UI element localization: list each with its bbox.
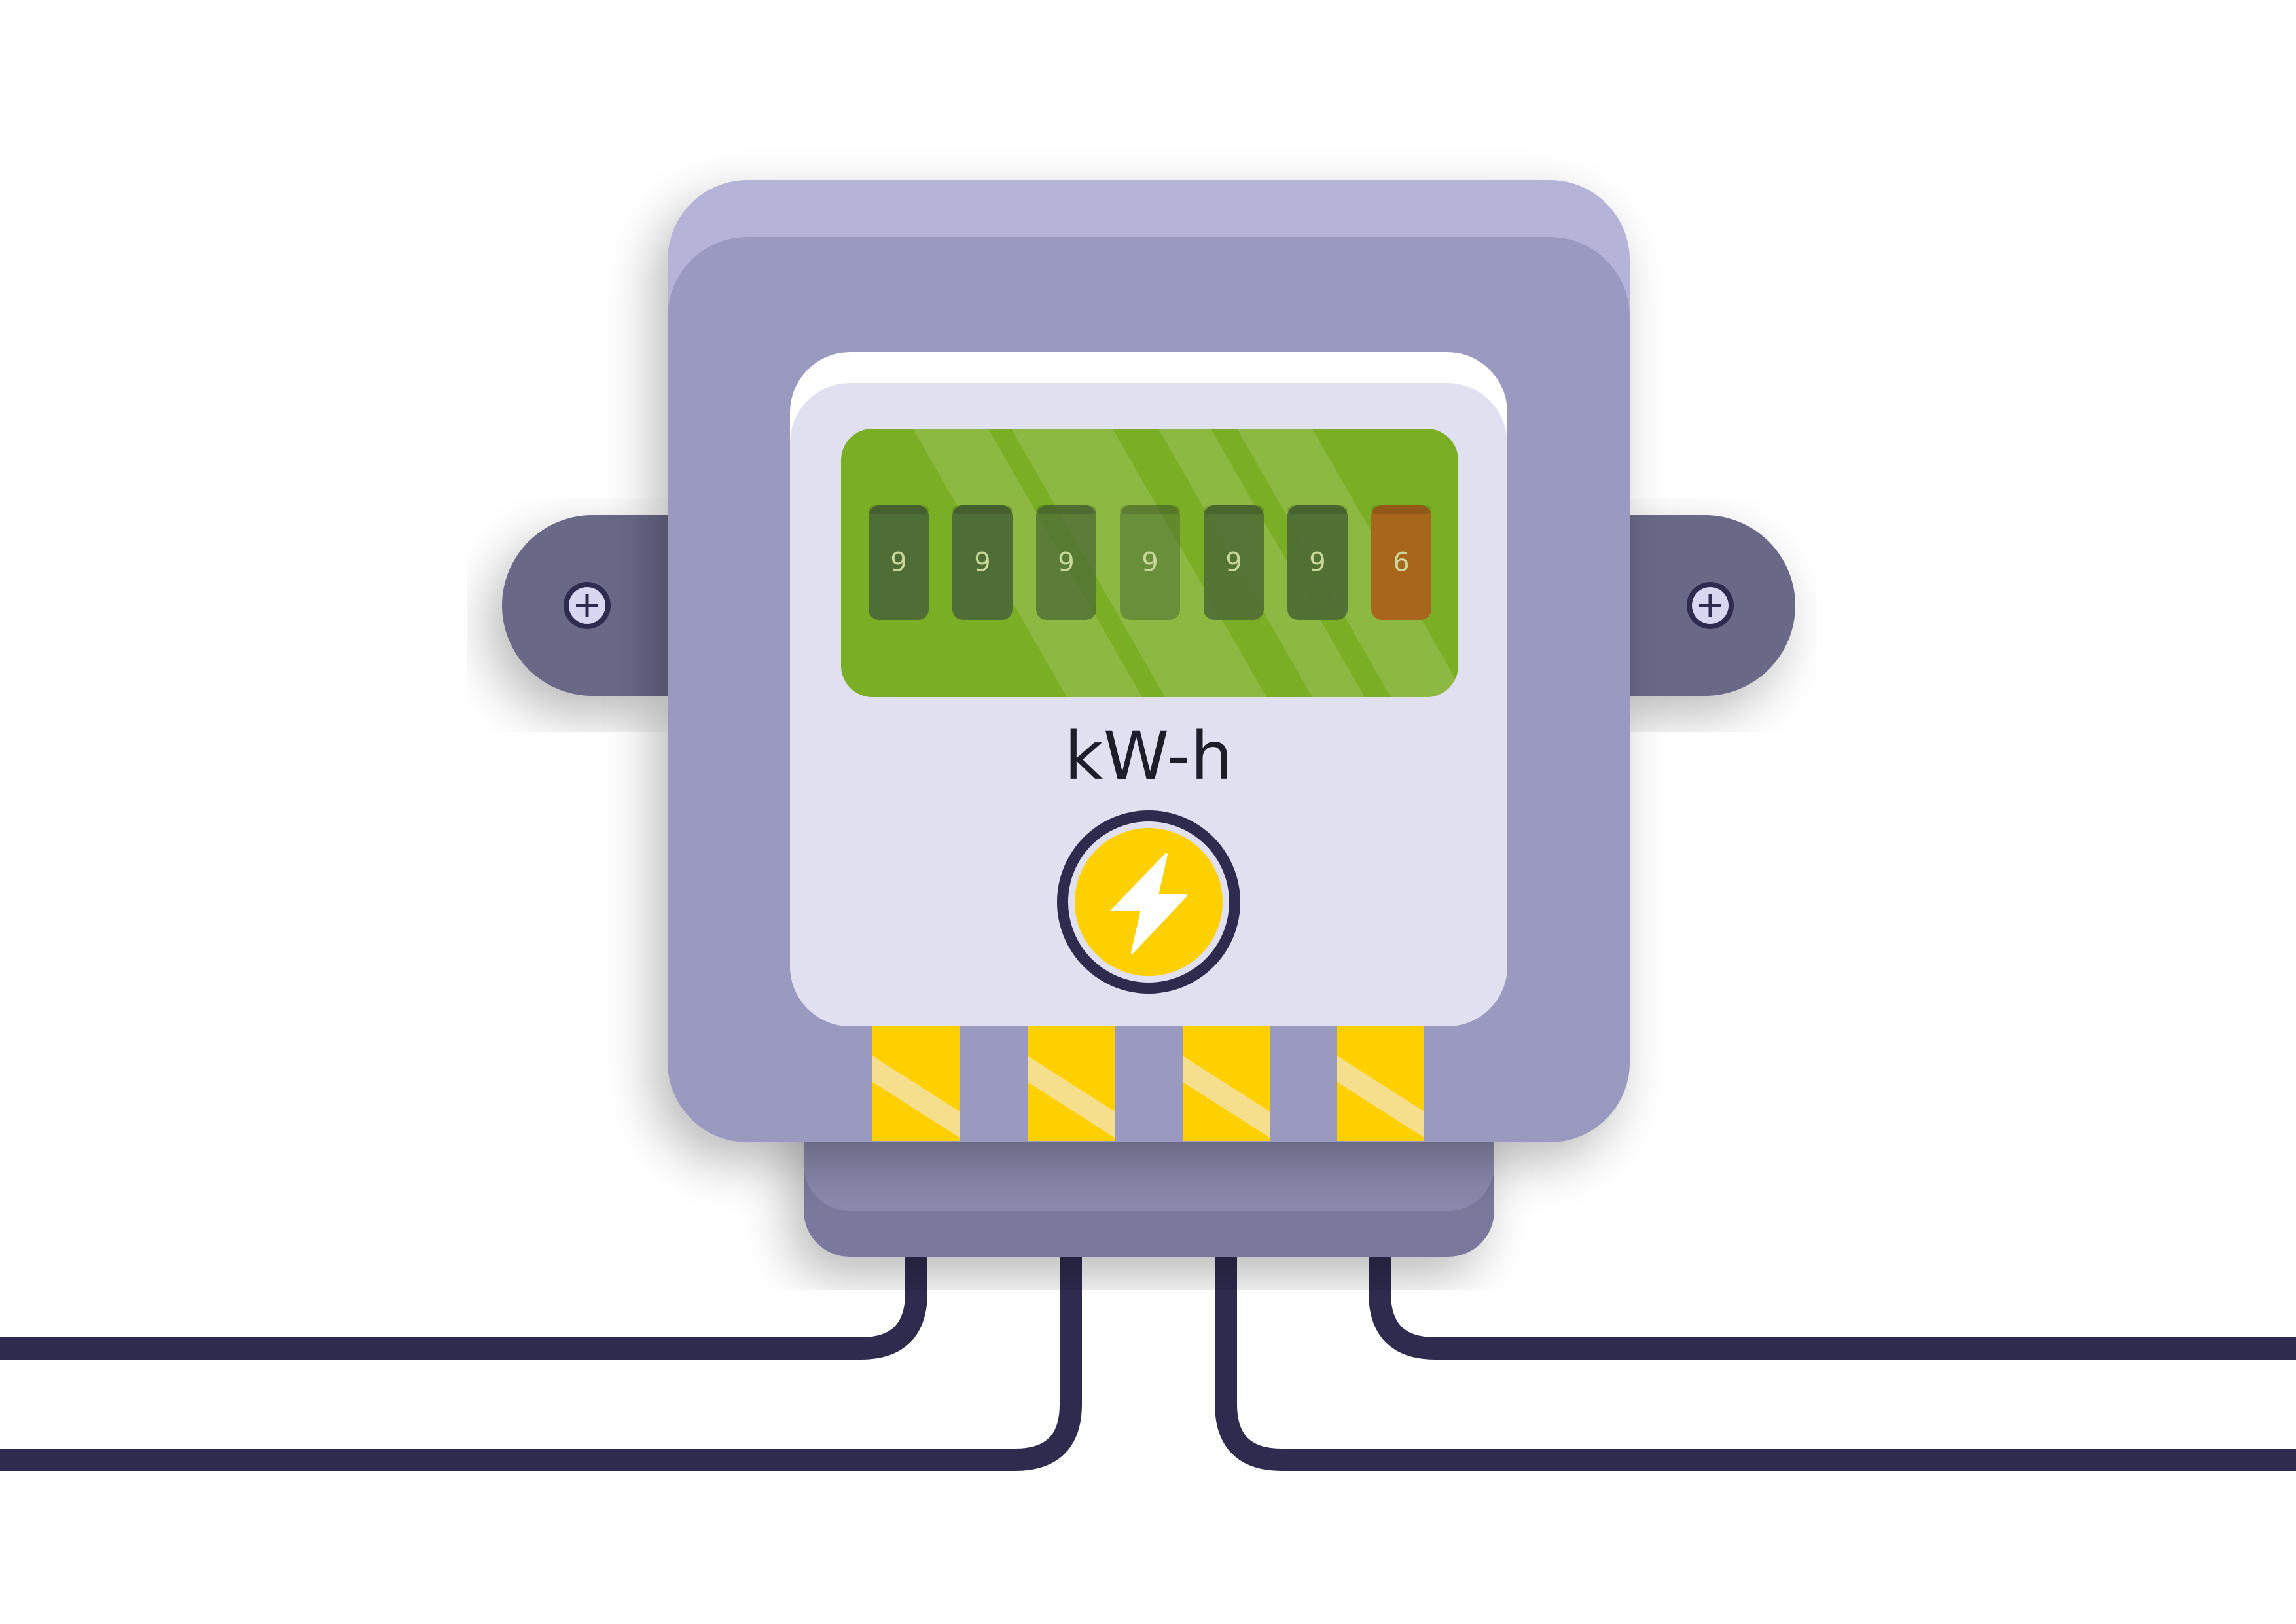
wire-4 bbox=[1369, 1139, 2296, 1360]
digit-cell: 9 bbox=[1287, 505, 1348, 620]
wire-3 bbox=[1215, 1139, 2296, 1471]
digit-value: 9 bbox=[1058, 548, 1074, 578]
wire-2 bbox=[0, 1139, 1082, 1471]
terminal-blocks bbox=[872, 1026, 1424, 1141]
digit-value: 9 bbox=[1225, 548, 1242, 578]
wire-1 bbox=[0, 1139, 927, 1360]
plus-screw-icon bbox=[564, 582, 611, 629]
terminal-block-1 bbox=[872, 1026, 960, 1141]
digit-cell: 9 bbox=[1120, 505, 1180, 620]
digit-cell: 9 bbox=[1036, 505, 1096, 620]
terminal-block-3 bbox=[1183, 1026, 1270, 1141]
digit-cell: 9 bbox=[869, 505, 929, 620]
terminal-block-4 bbox=[1337, 1026, 1424, 1141]
unit-label: kW-h bbox=[1064, 717, 1232, 795]
digit-value: 9 bbox=[1309, 548, 1325, 578]
digit-value: 9 bbox=[1141, 548, 1158, 578]
lightning-bolt-icon bbox=[1057, 810, 1240, 994]
digit-cell: 9 bbox=[952, 505, 1013, 620]
plus-screw-icon bbox=[1687, 582, 1734, 629]
digit-value: 6 bbox=[1393, 548, 1409, 578]
digit-cell: 9 bbox=[1204, 505, 1264, 620]
wires bbox=[0, 1139, 2296, 1471]
meter-display: 9 9 9 9 9 9 6 bbox=[841, 429, 1458, 697]
digit-cell: 6 bbox=[1371, 505, 1431, 620]
digit-value: 9 bbox=[974, 548, 990, 578]
digit-value: 9 bbox=[890, 548, 906, 578]
terminal-block-2 bbox=[1028, 1026, 1115, 1141]
odometer-digits: 9 9 9 9 9 9 6 bbox=[869, 505, 1431, 620]
